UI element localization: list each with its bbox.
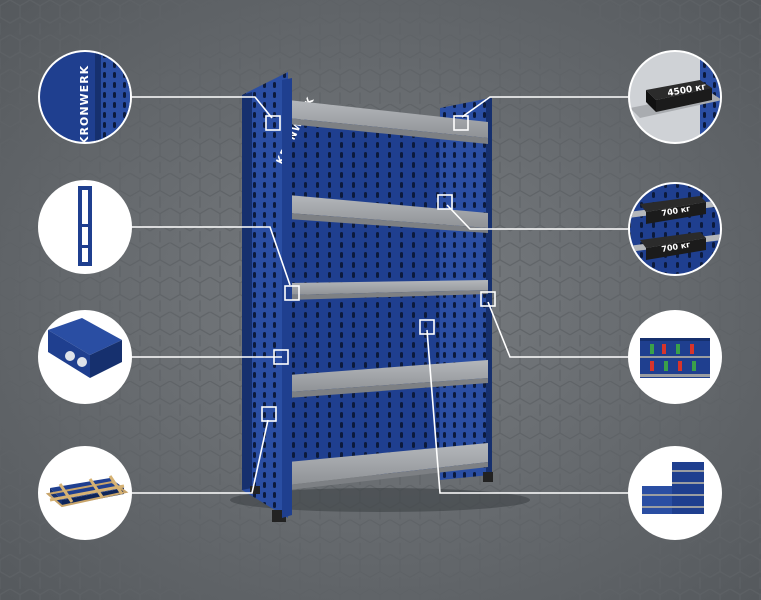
- shelf-4: [288, 360, 488, 398]
- shelf-1: [288, 100, 488, 144]
- marker-packaging[interactable]: [261, 406, 277, 422]
- shelf-weights-closeup-icon: 700 кг 700 кг: [630, 184, 720, 274]
- colored-bins-icon: [640, 338, 710, 378]
- pallet-package-icon: [45, 475, 129, 508]
- upright-frame-icon: [78, 186, 92, 266]
- shelf-3: [288, 280, 488, 300]
- upright-logo-closeup-icon: KRONWERK: [40, 52, 130, 145]
- shelving-rack: KRONWERK: [230, 72, 530, 522]
- marker-beam[interactable]: [273, 349, 289, 365]
- svg-text:KRONWERK: KRONWERK: [78, 65, 91, 145]
- callout-extension-detail[interactable]: [628, 446, 722, 540]
- marker-accessories[interactable]: [480, 291, 496, 307]
- rack-extension-icon: [642, 462, 704, 514]
- callout-load-700[interactable]: 700 кг 700 кг: [628, 182, 722, 276]
- callout-load-4500[interactable]: 4500 кг: [628, 50, 722, 144]
- marker-logo[interactable]: [265, 115, 281, 131]
- marker-load-4500[interactable]: [453, 115, 469, 131]
- callout-logo-detail[interactable]: KRONWERK: [38, 50, 132, 145]
- marker-extension[interactable]: [419, 319, 435, 335]
- beam-holes-closeup-icon: [48, 318, 122, 378]
- weight-closeup-icon: 4500 кг: [630, 52, 720, 142]
- marker-frame[interactable]: [284, 285, 300, 301]
- shelf-2: [288, 195, 488, 233]
- callout-beam-detail[interactable]: [38, 310, 132, 404]
- callout-frame-detail[interactable]: [38, 180, 132, 274]
- marker-load-700[interactable]: [437, 194, 453, 210]
- callout-lines: [130, 96, 630, 494]
- callout-accessories-detail[interactable]: [628, 310, 722, 404]
- callout-packaging-detail[interactable]: [38, 446, 132, 540]
